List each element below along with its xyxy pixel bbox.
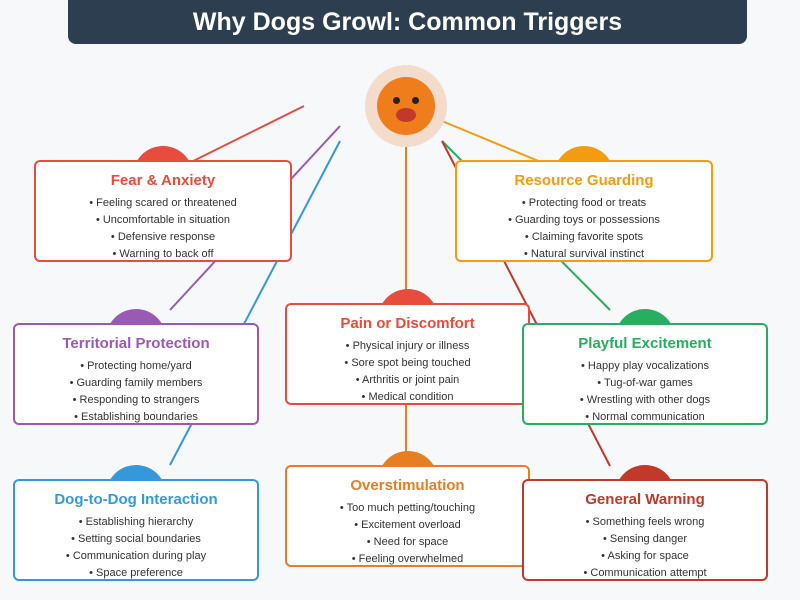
trigger-list-item: Guarding toys or possessions	[457, 212, 711, 229]
trigger-list-item: Natural survival instinct	[457, 246, 711, 263]
trigger-card-playful: Playful ExcitementHappy play vocalizatio…	[522, 323, 768, 425]
trigger-card-title: General Warning	[585, 491, 705, 508]
trigger-list-item: Establishing hierarchy	[15, 514, 257, 531]
trigger-card-title: Fear & Anxiety	[110, 172, 216, 189]
trigger-card-title: Resource Guarding	[514, 172, 654, 189]
trigger-card-title: Territorial Protection	[62, 335, 210, 352]
trigger-list: Physical injury or illnessSore spot bein…	[287, 338, 528, 406]
dog-eye-left	[393, 97, 400, 104]
trigger-card-title: Dog-to-Dog Interaction	[54, 491, 218, 508]
trigger-list-item: Feeling overwhelmed	[287, 551, 528, 568]
trigger-list-item: Sensing danger	[524, 531, 766, 548]
trigger-list: Establishing hierarchySetting social bou…	[15, 514, 257, 582]
trigger-list-item: Tug-of-war games	[524, 375, 766, 392]
trigger-list-item: Guarding family members	[15, 375, 257, 392]
trigger-list-item: Physical injury or illness	[287, 338, 528, 355]
trigger-list-item: Communication during play	[15, 548, 257, 565]
trigger-card-resource: Resource GuardingProtecting food or trea…	[455, 160, 713, 262]
trigger-card-territorial: Territorial ProtectionProtecting home/ya…	[13, 323, 259, 425]
trigger-card-fear: Fear & AnxietyFeeling scared or threaten…	[34, 160, 292, 262]
trigger-list-item: Protecting home/yard	[15, 358, 257, 375]
connector-line	[174, 105, 305, 171]
trigger-list-item: Something feels wrong	[524, 514, 766, 531]
dog-mouth	[396, 108, 416, 122]
trigger-list-item: Asking for space	[524, 548, 766, 565]
trigger-list-item: Responding to strangers	[15, 392, 257, 409]
trigger-card-title: Playful Excitement	[578, 335, 712, 352]
trigger-list-item: Feeling scared or threatened	[36, 195, 290, 212]
dog-face-icon	[365, 65, 447, 147]
trigger-list-item: Medical condition	[287, 389, 528, 406]
trigger-list-item: Uncomfortable in situation	[36, 212, 290, 229]
page-title: Why Dogs Growl: Common Triggers	[68, 0, 747, 44]
trigger-list-item: Sore spot being touched	[287, 355, 528, 372]
trigger-card-pain: Pain or DiscomfortPhysical injury or ill…	[285, 303, 530, 405]
trigger-list: Something feels wrongSensing dangerAskin…	[524, 514, 766, 582]
trigger-card-title: Pain or Discomfort	[340, 315, 475, 332]
trigger-list-item: Happy play vocalizations	[524, 358, 766, 375]
trigger-list: Protecting home/yardGuarding family memb…	[15, 358, 257, 426]
trigger-list-item: Communication attempt	[524, 565, 766, 582]
trigger-list: Feeling scared or threatenedUncomfortabl…	[36, 195, 290, 263]
trigger-list-item: Need for space	[287, 534, 528, 551]
trigger-list-item: Normal communication	[524, 409, 766, 426]
trigger-list-item: Setting social boundaries	[15, 531, 257, 548]
trigger-list-item: Arthritis or joint pain	[287, 372, 528, 389]
trigger-list-item: Establishing boundaries	[15, 409, 257, 426]
trigger-card-warning: General WarningSomething feels wrongSens…	[522, 479, 768, 581]
trigger-list-item: Excitement overload	[287, 517, 528, 534]
trigger-card-dogdog: Dog-to-Dog InteractionEstablishing hiera…	[13, 479, 259, 581]
trigger-list-item: Wrestling with other dogs	[524, 392, 766, 409]
trigger-list-item: Defensive response	[36, 229, 290, 246]
trigger-card-title: Overstimulation	[350, 477, 465, 494]
trigger-list: Protecting food or treatsGuarding toys o…	[457, 195, 711, 263]
trigger-list-item: Space preference	[15, 565, 257, 582]
trigger-list: Too much petting/touchingExcitement over…	[287, 500, 528, 568]
trigger-list-item: Protecting food or treats	[457, 195, 711, 212]
trigger-card-overstim: OverstimulationToo much petting/touching…	[285, 465, 530, 567]
trigger-list-item: Claiming favorite spots	[457, 229, 711, 246]
trigger-list-item: Too much petting/touching	[287, 500, 528, 517]
trigger-list: Happy play vocalizationsTug-of-war games…	[524, 358, 766, 426]
dog-eye-right	[412, 97, 419, 104]
trigger-list-item: Warning to back off	[36, 246, 290, 263]
